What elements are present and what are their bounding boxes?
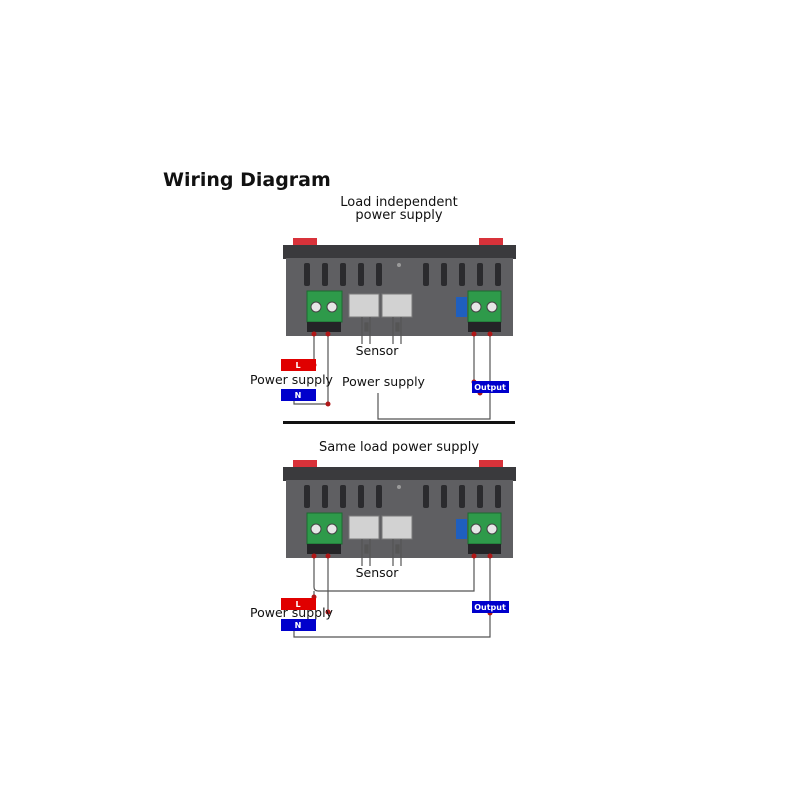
live-tag: L xyxy=(295,361,300,370)
flange-right xyxy=(479,238,503,247)
housing-screw xyxy=(397,263,401,267)
controller-top-rim xyxy=(283,245,516,259)
supply-label: Power supply xyxy=(250,372,334,387)
neutral-tag-2: N xyxy=(295,621,302,630)
sensor-plug-2 xyxy=(381,293,413,318)
controller-unit xyxy=(283,238,516,336)
sensor-label: Sensor xyxy=(356,343,400,358)
output-tag-2: Output xyxy=(474,603,506,612)
live-terminal-2 xyxy=(281,598,316,610)
sensor-leads xyxy=(361,317,402,344)
flange-left xyxy=(293,238,317,247)
sensor-plug-1 xyxy=(348,293,380,318)
controller-unit-2 xyxy=(283,460,516,558)
caption-load-independent-line2: power supply xyxy=(355,208,442,223)
neutral-terminal xyxy=(281,389,316,401)
relay-indicator xyxy=(456,297,467,317)
output-terminal xyxy=(472,381,509,393)
neutral-terminal-2 xyxy=(281,619,316,631)
vent-slots xyxy=(304,263,501,286)
sensor-label-2: Sensor xyxy=(356,565,400,580)
live-terminal xyxy=(281,359,316,371)
wire-nodes xyxy=(311,331,493,407)
caption-same-load: Same load power supply xyxy=(319,440,479,455)
live-tag-2: L xyxy=(295,600,300,609)
neutral-tag: N xyxy=(295,391,302,400)
wire-nodes-2 xyxy=(311,553,493,616)
output-tag: Output xyxy=(474,383,506,392)
diagram-load-independent: Load independent power supply xyxy=(250,195,516,420)
supply-label-2: Power supply xyxy=(250,605,334,620)
middle-supply-label: Power supply xyxy=(342,374,426,389)
output-terminal-2 xyxy=(472,601,509,613)
diagram-title: Wiring Diagram xyxy=(163,169,331,191)
sensor-leads-2 xyxy=(361,539,402,566)
caption-load-independent-line1: Load independent xyxy=(340,195,458,210)
diagram-same-load: Same load power supply xyxy=(250,440,516,638)
section-divider xyxy=(283,421,515,424)
